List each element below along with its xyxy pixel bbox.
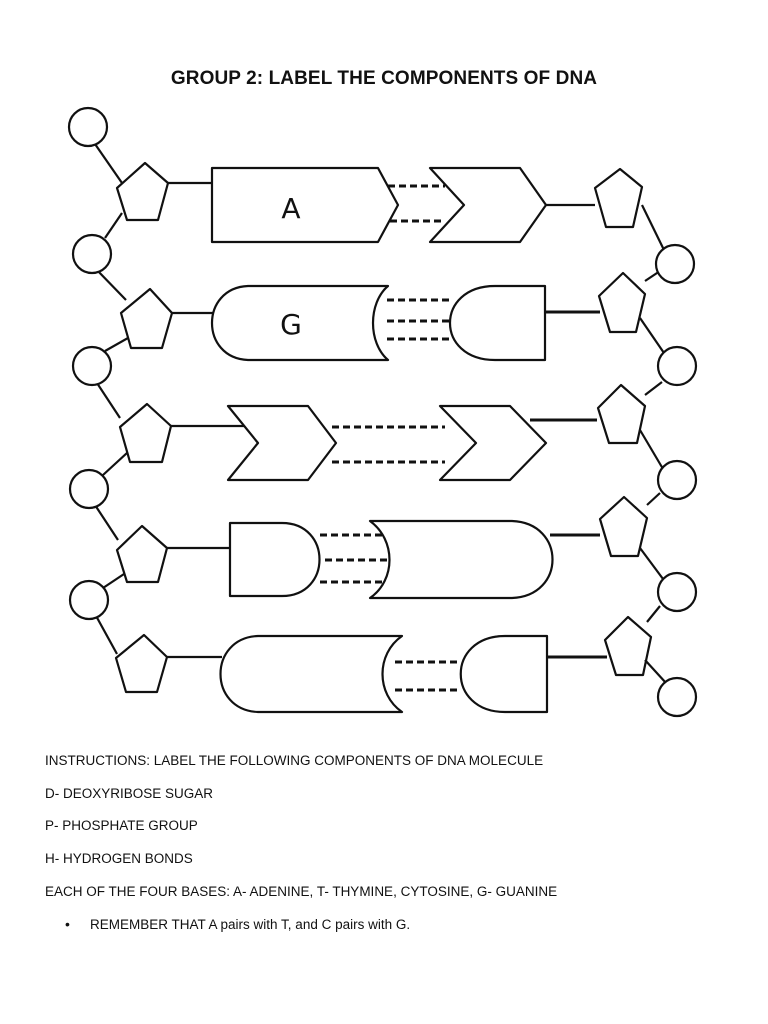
left-backbone <box>94 143 129 655</box>
reminder-item: • REMEMBER THAT A pairs with T, and C pai… <box>65 916 410 932</box>
base-row3-left <box>226 404 338 482</box>
sugar-pentagon <box>119 287 174 350</box>
base-row1-left <box>210 166 400 244</box>
base-row2-right <box>448 284 547 362</box>
base-row4-right <box>368 519 554 600</box>
phosphate-circle <box>656 676 698 718</box>
base-row1-right <box>428 166 548 244</box>
legend-phosphate: P- PHOSPHATE GROUP <box>45 818 198 833</box>
bullet-icon: • <box>65 916 70 932</box>
sugar-pentagon <box>603 615 653 677</box>
sugar-pentagon <box>596 383 647 445</box>
left-sugar-group <box>114 161 174 694</box>
phosphate-circle <box>71 345 113 387</box>
sugar-pentagon <box>593 167 644 229</box>
right-backbone <box>639 204 667 684</box>
sugar-pentagon <box>118 402 173 464</box>
sugar-pentagon <box>114 633 169 694</box>
phosphate-circle <box>656 345 698 387</box>
sugar-pentagon <box>115 524 169 584</box>
base-row2-left <box>211 284 390 362</box>
left-bases <box>210 166 404 714</box>
base-row4-left <box>228 521 321 598</box>
sugar-pentagon <box>115 161 170 222</box>
phosphate-circle <box>654 243 696 285</box>
right-bases <box>368 166 554 714</box>
base-row5-left <box>219 634 404 714</box>
reminder-text: REMEMBER THAT A pairs with T, and C pair… <box>90 917 411 932</box>
base-label-row1: A <box>281 192 300 225</box>
phosphate-circle <box>71 233 113 275</box>
phosphate-circle <box>656 459 698 501</box>
phosphate-circle <box>68 468 110 510</box>
hydrogen-bonds <box>320 184 460 692</box>
base-label-row2: G <box>280 308 302 341</box>
left-sugar-base-links <box>167 181 245 659</box>
right-phosphate-group <box>654 243 698 718</box>
dna-diagram: A G <box>67 106 698 718</box>
phosphate-circle <box>68 579 110 621</box>
base-row5-right <box>459 634 549 714</box>
legend-hydrogen-bonds: H- HYDROGEN BONDS <box>45 851 193 866</box>
legend-deoxyribose: D- DEOXYRIBOSE SUGAR <box>45 786 214 801</box>
sugar-pentagon <box>597 271 647 334</box>
right-sugar-base-links <box>530 203 607 659</box>
page-title: GROUP 2: LABEL THE COMPONENTS OF DNA <box>170 68 598 89</box>
phosphate-circle <box>67 106 109 148</box>
phosphate-circle <box>656 571 698 613</box>
instructions-heading: INSTRUCTIONS: LABEL THE FOLLOWING COMPON… <box>45 753 544 768</box>
sugar-pentagon <box>598 495 649 558</box>
base-row3-right <box>438 404 548 482</box>
right-sugar-group <box>593 167 653 677</box>
left-phosphate-group <box>67 106 113 621</box>
legend-bases: EACH OF THE FOUR BASES: A- ADENINE, T- T… <box>45 884 558 899</box>
